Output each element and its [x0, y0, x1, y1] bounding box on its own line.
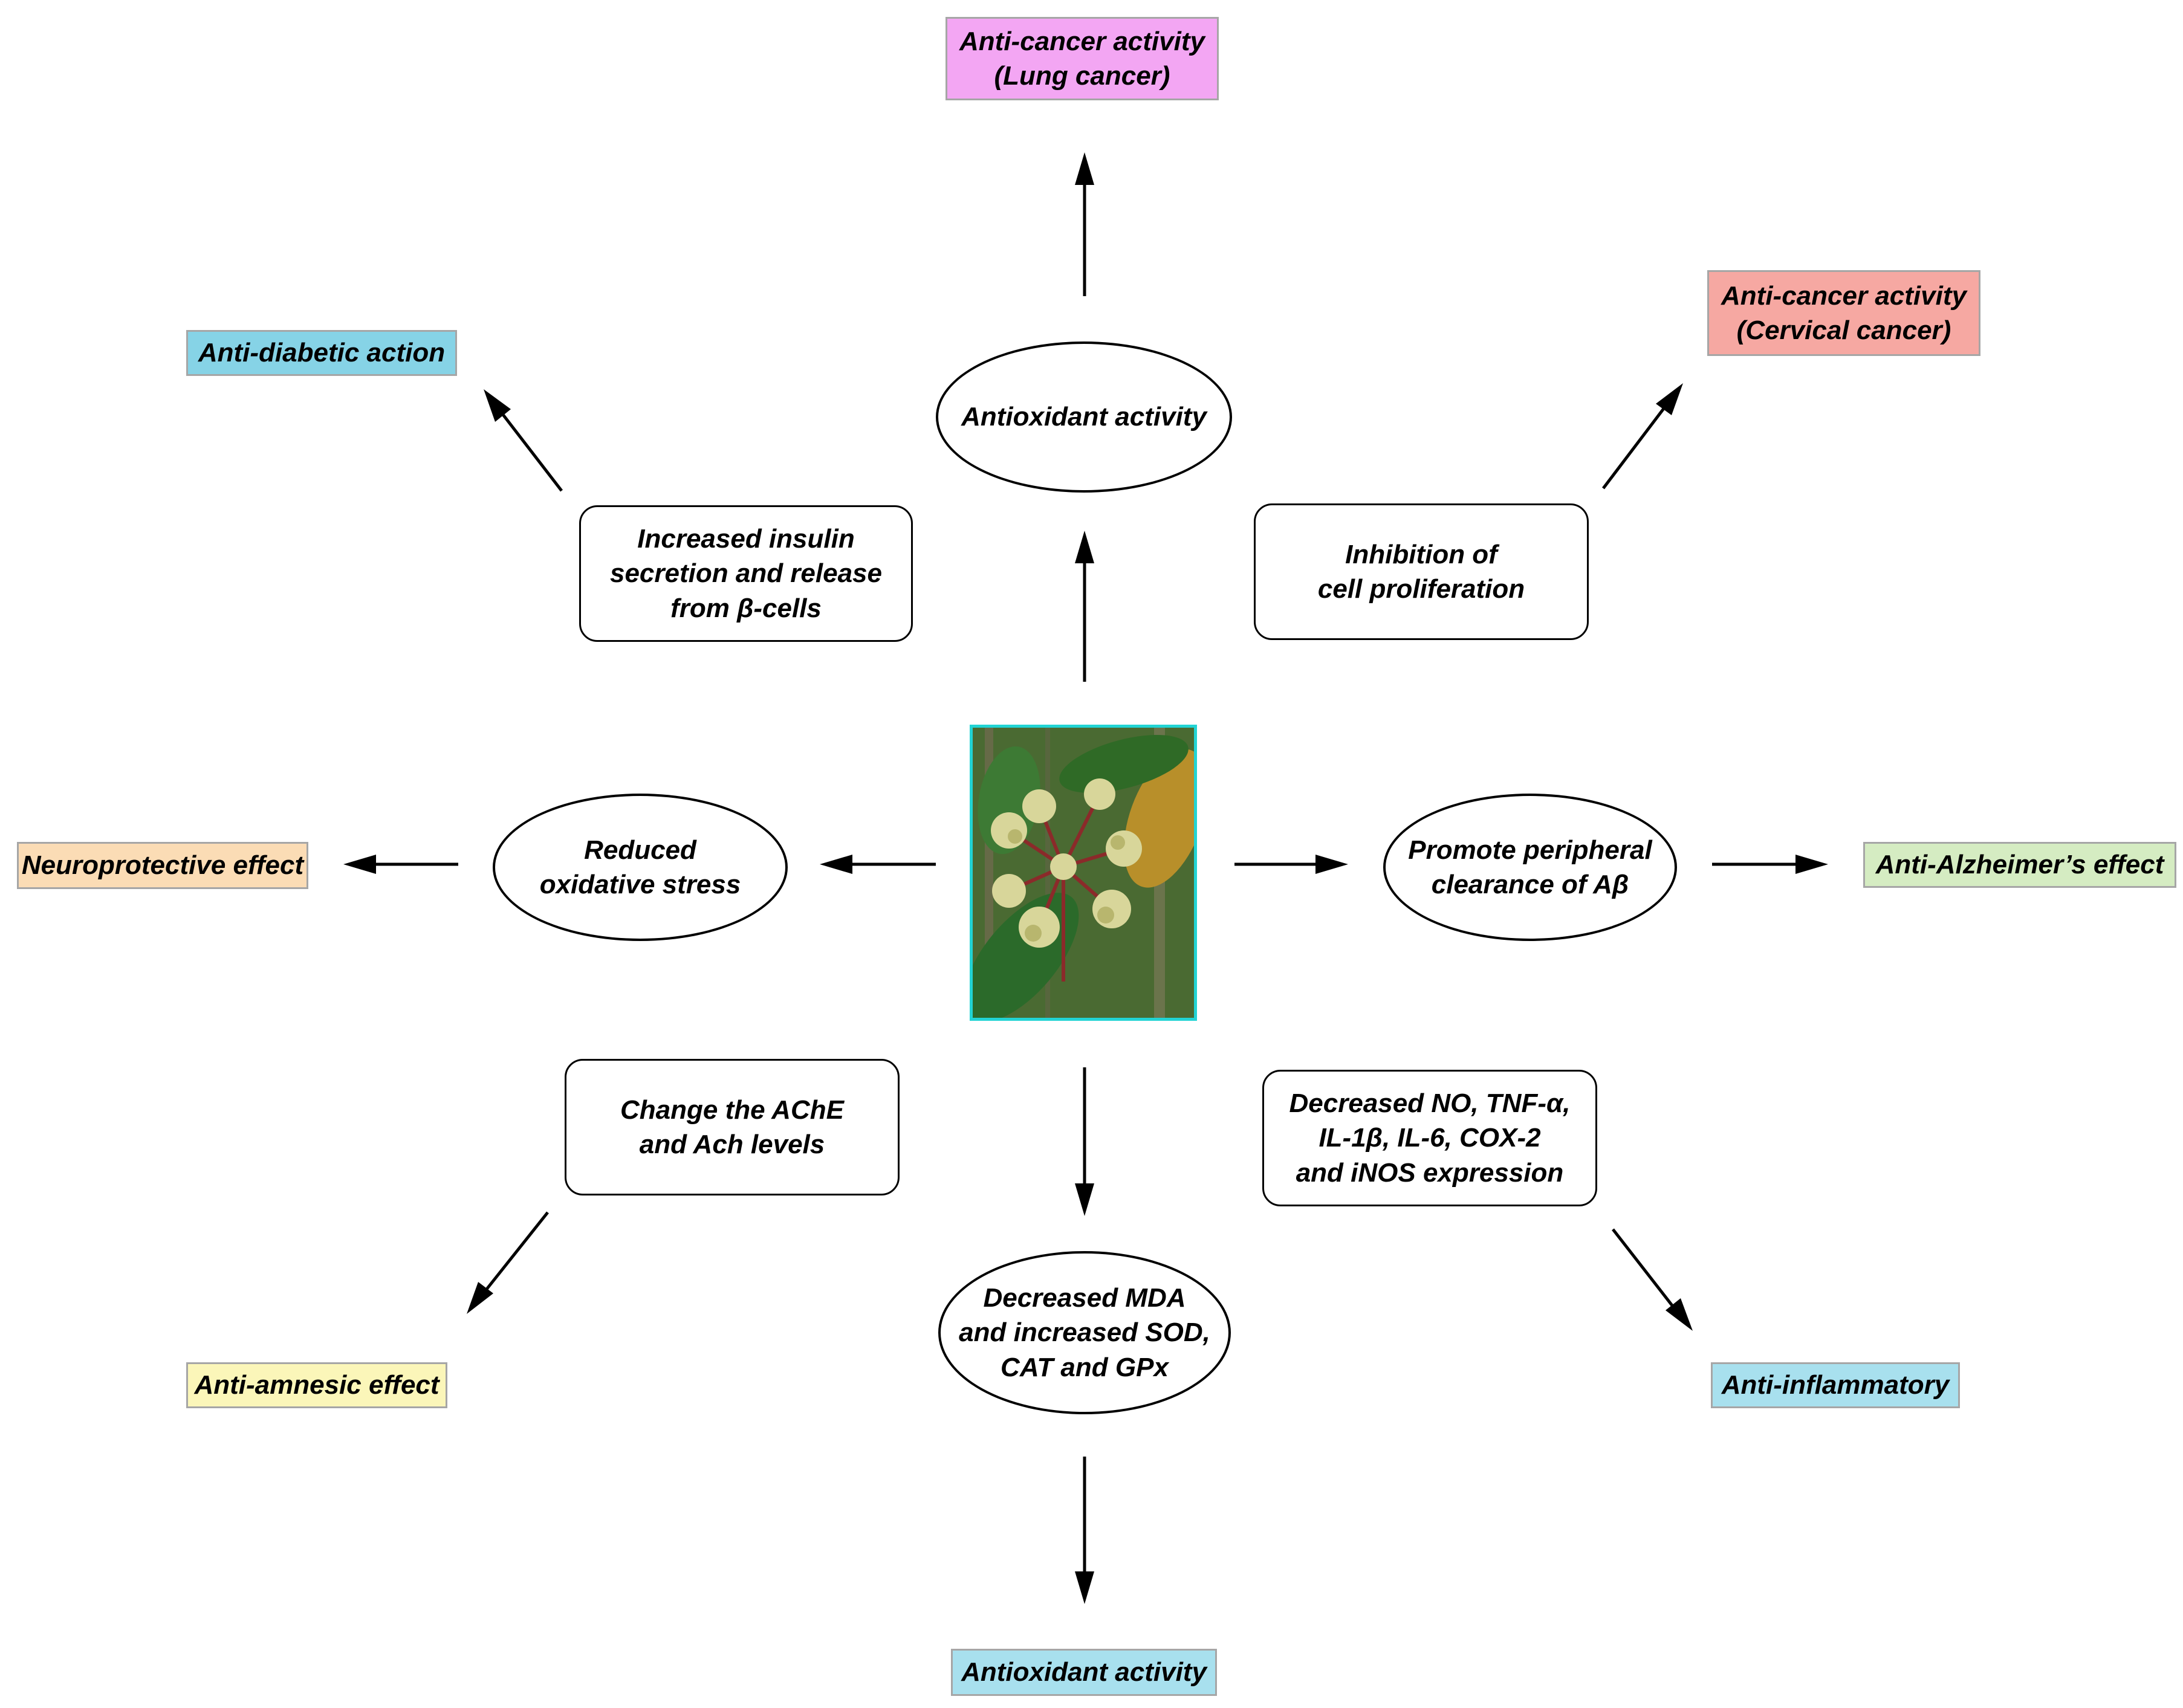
outcome-anti-amnesic: Anti-amnesic effect	[186, 1362, 447, 1408]
outcome-anti-diabetic-label: Anti-diabetic action	[198, 338, 446, 368]
mechanism-abeta-clearance-line-1: Promote peripheral	[1408, 835, 1652, 865]
mechanism-ache-levels-line-1: Change the AChE	[620, 1095, 844, 1125]
arrow-center-to-antioxidant	[1075, 531, 1094, 682]
arrow-inflammatory-to-anti-inflammatory	[1612, 1228, 1693, 1331]
mechanism-reduced-oxidative-stress-line-2: oxidative stress	[539, 870, 741, 899]
arrow-oxidative-stress-to-neuroprotective	[343, 855, 458, 874]
outcome-neuroprotective: Neuroprotective effect	[17, 842, 308, 889]
mechanism-insulin-secretion-line-3: from β-cells	[670, 593, 822, 623]
outcome-lung-cancer: Anti-cancer activity (Lung cancer)	[946, 17, 1219, 100]
outcome-lung-cancer-line-1: Anti-cancer activity	[959, 26, 1205, 56]
mechanism-inflammatory-markers: Decreased NO, TNF-α, IL-1β, IL-6, COX-2 …	[1262, 1070, 1597, 1206]
outcome-anti-inflammatory-label: Anti-inflammatory	[1721, 1370, 1950, 1400]
mechanism-mda-sod-line-1: Decreased MDA	[983, 1283, 1186, 1313]
outcome-cervical-cancer: Anti-cancer activity (Cervical cancer)	[1707, 270, 1980, 356]
outcome-anti-inflammatory: Anti-inflammatory	[1711, 1362, 1960, 1408]
outcome-anti-alzheimer-label: Anti-Alzheimer’s effect	[1875, 850, 2164, 880]
mechanism-antioxidant-activity-label: Antioxidant activity	[961, 402, 1207, 432]
mechanism-antioxidant-activity: Antioxidant activity	[936, 341, 1232, 493]
outcome-lung-cancer-line-2: (Lung cancer)	[994, 61, 1170, 91]
arrow-mda-to-antioxidant	[1075, 1457, 1094, 1604]
mechanism-reduced-oxidative-stress-line-1: Reduced	[584, 835, 696, 865]
mechanism-inflammatory-markers-line-3: and iNOS expression	[1296, 1157, 1564, 1188]
mechanism-inflammatory-markers-line-2: IL-1β, IL-6, COX-2	[1319, 1123, 1541, 1153]
arrow-abeta-to-anti-alzheimer	[1712, 855, 1828, 874]
arrow-antioxidant-to-lung-cancer	[1075, 152, 1094, 296]
arrow-ache-to-anti-amnesic	[467, 1211, 549, 1314]
plant-photo-drawing	[973, 728, 1194, 1018]
outcome-anti-amnesic-label: Anti-amnesic effect	[194, 1370, 440, 1400]
mechanism-cell-proliferation: Inhibition of cell proliferation	[1254, 503, 1589, 640]
mechanism-cell-proliferation-line-2: cell proliferation	[1317, 574, 1525, 604]
mechanism-insulin-secretion: Increased insulin secretion and release …	[579, 505, 913, 642]
mechanism-mda-sod-line-2: and increased SOD,	[959, 1318, 1210, 1348]
outcome-cervical-cancer-line-1: Anti-cancer activity	[1721, 280, 1967, 311]
mechanism-abeta-clearance: Promote peripheral clearance of Aβ	[1383, 794, 1677, 941]
outcome-neuroprotective-label: Neuroprotective effect	[21, 850, 304, 881]
mechanism-insulin-secretion-line-2: secretion and release	[609, 558, 882, 589]
outcome-antioxidant-label: Antioxidant activity	[961, 1657, 1207, 1687]
mechanism-mda-sod: Decreased MDA and increased SOD, CAT and…	[938, 1251, 1231, 1414]
arrow-proliferation-to-cervical	[1602, 383, 1683, 490]
mechanism-cell-proliferation-line-1: Inhibition of	[1345, 539, 1497, 569]
arrow-center-to-mda	[1075, 1067, 1094, 1216]
mechanism-ache-levels-line-2: and Ach levels	[639, 1130, 825, 1159]
arrow-insulin-to-anti-diabetic	[484, 389, 563, 492]
outcome-anti-alzheimer: Anti-Alzheimer’s effect	[1863, 842, 2176, 888]
mechanism-inflammatory-markers-line-1: Decreased NO, TNF-α,	[1289, 1089, 1571, 1119]
arrow-center-to-abeta	[1234, 855, 1348, 874]
mechanism-abeta-clearance-line-2: clearance of Aβ	[1431, 870, 1629, 899]
mechanism-reduced-oxidative-stress: Reduced oxidative stress	[493, 794, 788, 941]
outcome-anti-diabetic: Anti-diabetic action	[186, 330, 457, 376]
outcome-cervical-cancer-line-2: (Cervical cancer)	[1736, 315, 1951, 345]
mechanism-mda-sod-line-3: CAT and GPx	[1001, 1352, 1169, 1382]
mechanism-insulin-secretion-line-1: Increased insulin	[637, 524, 855, 554]
mechanism-ache-levels: Change the AChE and Ach levels	[565, 1059, 900, 1195]
outcome-antioxidant: Antioxidant activity	[951, 1649, 1217, 1696]
arrow-center-to-oxidative-stress	[820, 855, 936, 874]
plant-photo	[970, 725, 1197, 1021]
